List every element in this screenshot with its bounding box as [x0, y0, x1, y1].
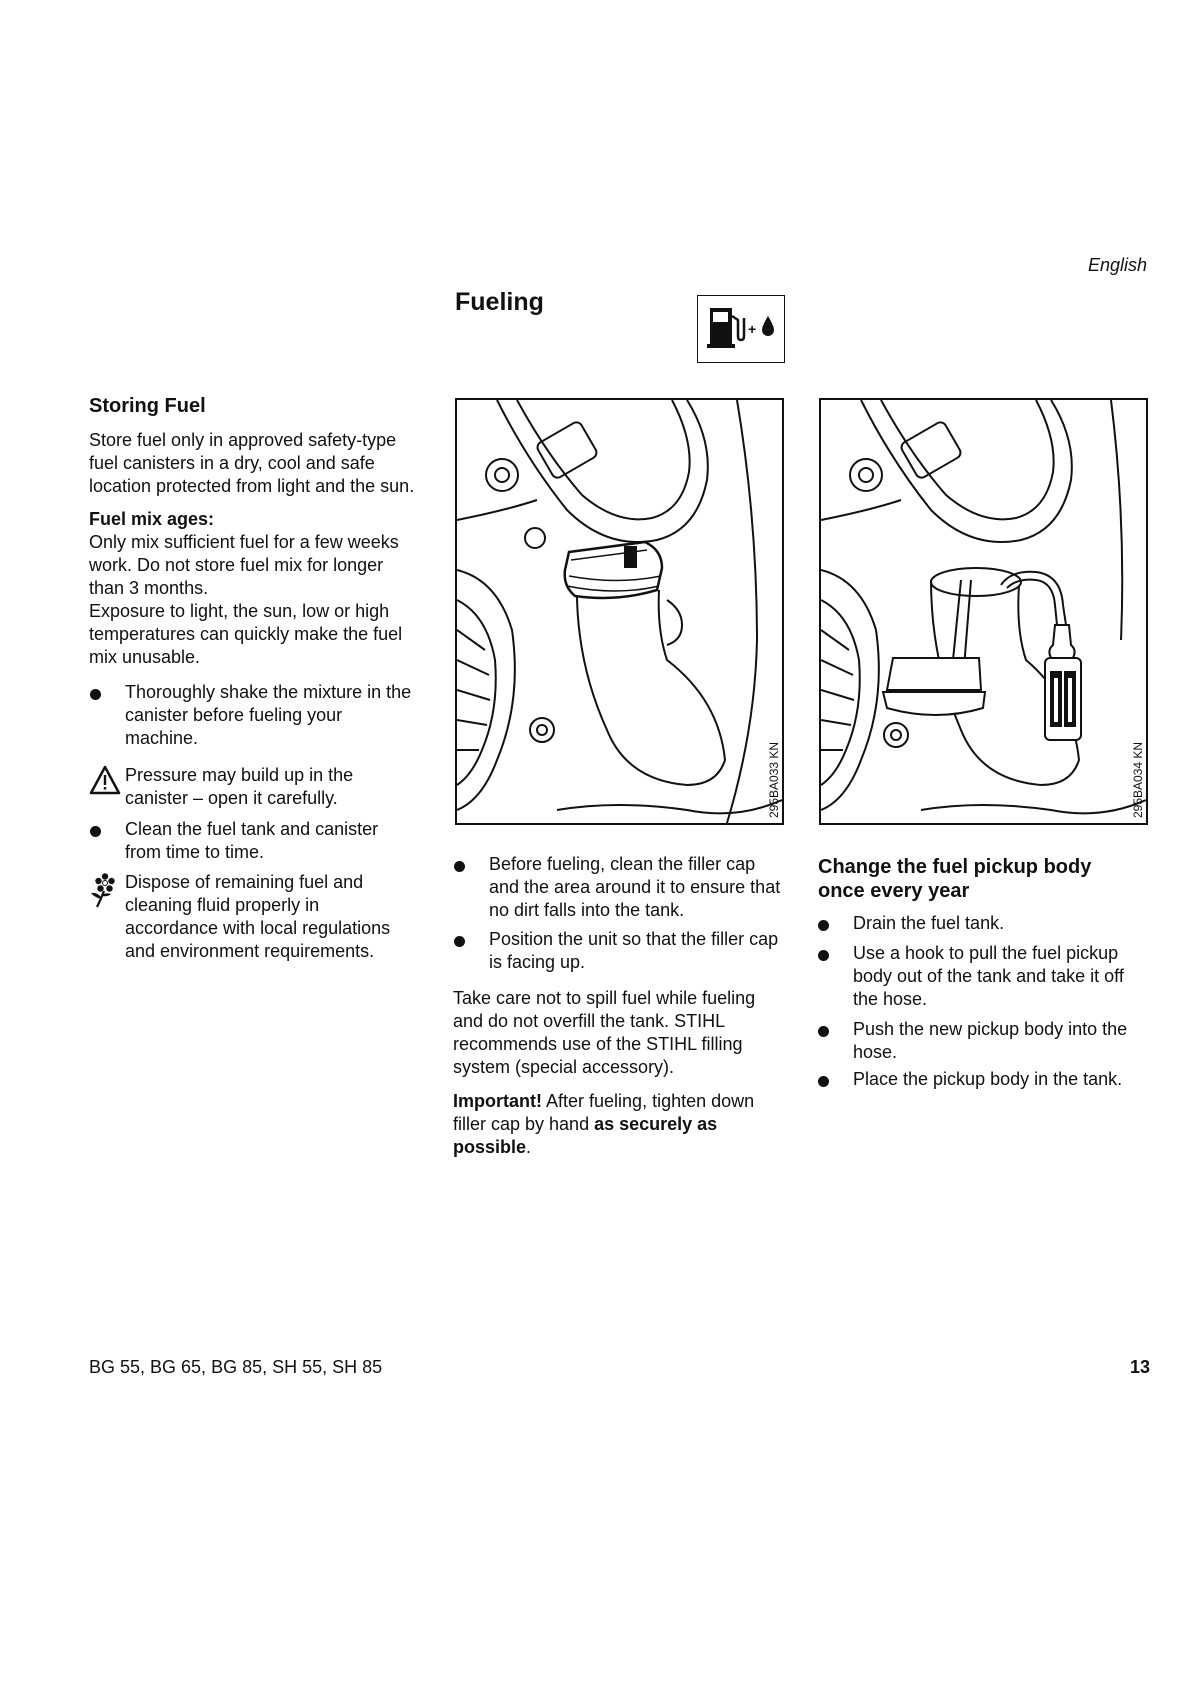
drain-tank-item: Drain the fuel tank.	[853, 913, 1005, 933]
important-note: Important! After fueling, tighten down f…	[453, 1091, 755, 1157]
page-number: 13	[1130, 1357, 1151, 1377]
warning-triangle-icon	[89, 765, 121, 800]
bullet-dot	[818, 1026, 829, 1037]
section-title: Fueling	[455, 288, 544, 316]
storing-fuel-heading: Storing Fuel	[89, 395, 206, 417]
place-pickup-item: Place the pickup body in the tank.	[853, 1069, 1123, 1089]
bullet-dot	[90, 689, 101, 700]
spill-warning-paragraph: Take care not to spill fuel while fuelin…	[453, 988, 756, 1077]
bullet-dot	[818, 950, 829, 961]
svg-text:+: +	[748, 321, 756, 337]
fuel-mix-heading: Fuel mix ages:	[89, 509, 215, 529]
bullet-dot	[454, 861, 465, 872]
figure-code-2: 295BA034 KN	[1131, 741, 1145, 818]
filler-cap-illustration	[455, 398, 784, 825]
fuel-mix-text: Only mix sufficient fuel for a few weeks…	[89, 532, 403, 667]
flower-environment-icon	[89, 873, 119, 914]
bullet-dot	[90, 826, 101, 837]
figure-code-1: 295BA033 KN	[767, 741, 781, 818]
footer-models: BG 55, BG 65, BG 85, SH 55, SH 85	[89, 1357, 383, 1377]
fuel-pickup-illustration	[819, 398, 1148, 825]
language-label: English	[1088, 255, 1148, 275]
bullet-dot	[818, 1076, 829, 1087]
fuel-pump-plus-oil-drop-icon: +	[697, 295, 785, 363]
bullet-dot	[454, 936, 465, 947]
position-unit-item: Position the unit so that the filler cap…	[489, 929, 779, 972]
bullet-dot	[818, 920, 829, 931]
